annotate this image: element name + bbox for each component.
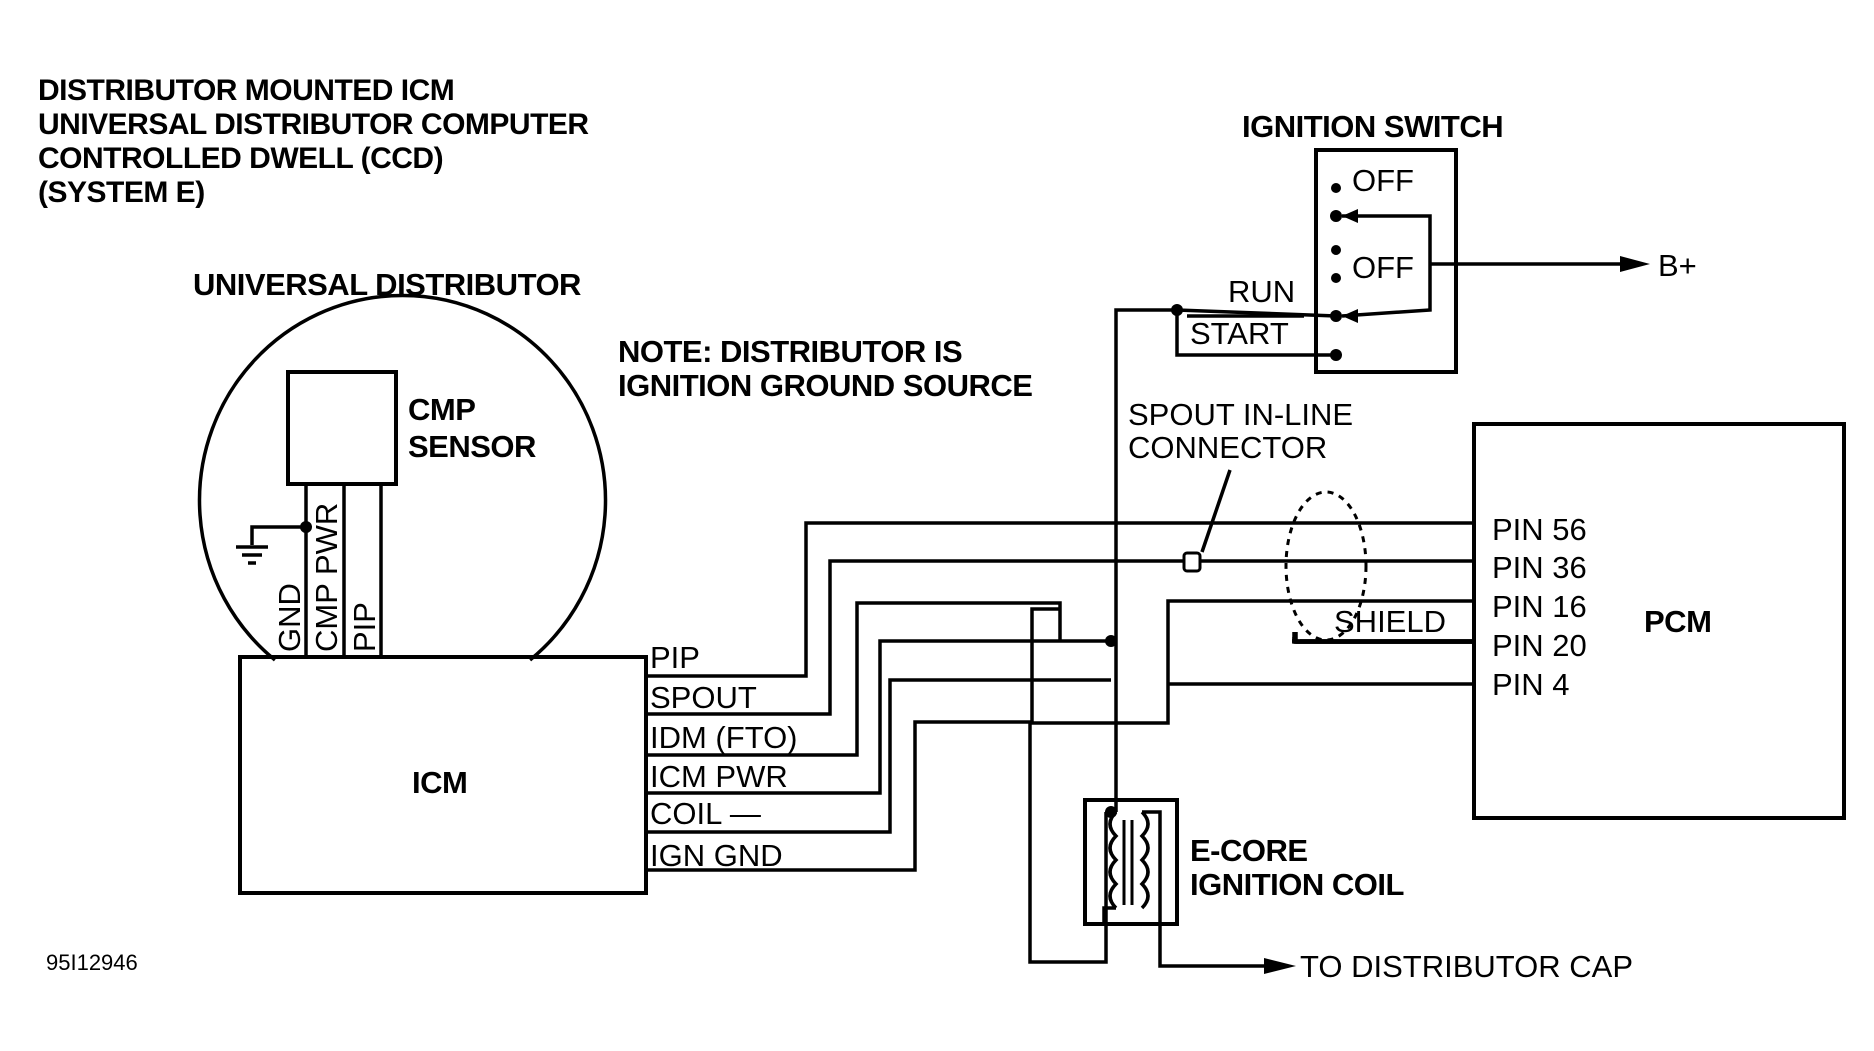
figure-id: 95I12946 [46,950,138,975]
wire-run-feed [1114,308,1177,812]
icm-wire-coil-label: COIL — [650,796,761,831]
pcm-pin-labels: PIN 56 PIN 36 PIN 16 PIN 20 PIN 4 [1492,512,1587,702]
wire-coil-neg [646,678,1111,834]
wire-coil-secondary [1158,924,1270,968]
wire-idm [646,601,1062,757]
shield-label: SHIELD [1334,604,1446,639]
wire-pin16 [1030,599,1474,725]
wire-spout [646,559,1184,716]
coil-power-junction [1105,635,1117,647]
bplus-label: B+ [1658,248,1697,283]
spout-connector-label-line1: SPOUT IN-LINE [1128,397,1353,432]
note-line-2: IGNITION GROUND SOURCE [618,368,1032,403]
switch-off-2-label: OFF [1352,250,1414,285]
switch-wiper-arrow-upper-icon [1342,209,1358,223]
coil-label-line2: IGNITION COIL [1190,867,1404,902]
to-distributor-cap-arrow-icon [1264,958,1296,974]
icm-wire-idm-label: IDM (FTO) [650,720,798,755]
icm-wire-pip-label: PIP [650,640,700,675]
switch-contact-acc [1330,210,1342,222]
icm-wire-labels: PIP SPOUT IDM (FTO) ICM PWR COIL — IGN G… [650,640,798,873]
wire-pip [646,521,1474,678]
ground-junction [300,521,312,533]
bplus-arrow-icon [1620,256,1650,272]
wire-ign-gnd [646,720,1108,964]
pcm-pin-16-label: PIN 16 [1492,589,1587,624]
switch-contact-off-1 [1331,183,1341,193]
wire-icm-pwr [646,639,1111,795]
title-block: DISTRIBUTOR MOUNTED ICM UNIVERSAL DISTRI… [38,74,590,209]
switch-off-1-label: OFF [1352,163,1414,198]
coil-winding-icon [1102,810,1162,924]
title-line-2: UNIVERSAL DISTRIBUTOR COMPUTER [38,108,589,141]
title-line-1: DISTRIBUTOR MOUNTED ICM [38,74,454,107]
lead-cmp-pwr-label: CMP PWR [309,503,344,652]
switch-contact-off-2a [1331,245,1341,255]
cmp-sensor-label-line2: SENSOR [408,429,536,464]
pcm-pin-20-label: PIN 20 [1492,628,1587,663]
ignition-coil-box [1083,798,1179,926]
ignition-switch-box [1314,148,1458,374]
pcm-pin-4-label: PIN 4 [1492,667,1570,702]
spout-inline-connector-icon [1182,551,1202,573]
icm-wire-spout-label: SPOUT [650,680,757,715]
icm-box [238,655,648,895]
lead-gnd-label: GND [272,583,307,652]
spout-connector-pointer [1200,469,1232,553]
switch-contact-off-2b [1331,273,1341,283]
title-line-3: CONTROLLED DWELL (CCD) [38,142,443,175]
shield-drain-wire [1294,632,1474,644]
cmp-sensor-label-line1: CMP [408,392,475,427]
switch-wiper-arrow-lower-icon [1342,309,1358,323]
ground-branch [250,525,306,545]
pcm-label: PCM [1644,604,1711,639]
note-line-1: NOTE: DISTRIBUTOR IS [618,334,962,369]
wire-start-lead [1175,310,1336,357]
lead-pip-label: PIP [347,602,382,652]
pcm-pin-36-label: PIN 36 [1492,550,1587,585]
cmp-sensor-box [286,370,398,486]
distributor-outline [197,293,608,662]
spout-connector-label-line2: CONNECTOR [1128,430,1327,465]
icm-label: ICM [412,765,467,800]
shield-ellipse [1284,490,1368,642]
to-distributor-cap-label: TO DISTRIBUTOR CAP [1300,949,1633,984]
icm-wire-icm-pwr-label: ICM PWR [650,759,788,794]
coil-label-line1: E-CORE [1190,833,1308,868]
icm-wire-ign-gnd-label: IGN GND [650,838,783,873]
switch-start-label: START [1190,316,1289,351]
title-line-4: (SYSTEM E) [38,176,205,209]
pcm-pin-56-label: PIN 56 [1492,512,1587,547]
pcm-box [1472,422,1846,820]
wire-run-lead [1176,308,1337,318]
switch-run-label: RUN [1228,274,1295,309]
ground-symbol-icon [236,545,268,565]
ignition-switch-label: IGNITION SWITCH [1242,109,1503,144]
